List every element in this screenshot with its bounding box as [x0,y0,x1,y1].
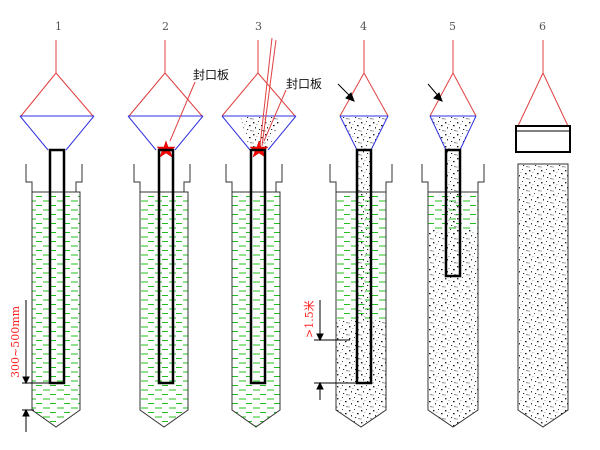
pile-concrete [517,163,569,428]
step-2: 2 封口板 [127,20,229,428]
casing [25,164,83,192]
step-6-number: 6 [539,20,546,33]
tremie-pipe [355,148,373,385]
bottom-gap-dimension [22,300,50,432]
pile-slurry [139,191,189,428]
sling [339,40,389,117]
embed-dimension [314,300,356,400]
pile-slurry [31,191,81,428]
pour-arrow [337,83,355,102]
sling [517,40,569,127]
lifted-hopper [515,125,571,153]
tremie-pipe [48,148,66,385]
tremie-pipe [157,148,175,385]
hopper-concrete [340,116,388,150]
step-3: 3 封口板 [221,20,322,428]
hopper-concrete [430,116,476,150]
plug-label-right: 封口板 [286,77,322,91]
pile-outline [335,192,387,428]
hopper [429,115,477,151]
tremie-pipe [249,148,267,385]
pile-outline [427,192,479,428]
step-6: 6 [515,20,571,428]
hopper [339,115,389,151]
pull-wire [259,37,273,147]
pour-arrow [427,83,443,102]
casing [225,164,283,192]
step-1: 1 [19,20,95,428]
step-5: 5 [421,20,485,428]
hopper [19,115,95,151]
casing [133,164,191,192]
sling [20,40,94,117]
step-2-number: 2 [162,20,169,33]
embed-depth-label: >1.5米 [303,300,316,338]
step-5-number: 5 [449,20,456,33]
step-1-number: 1 [55,20,62,33]
casing [421,164,485,192]
sling [429,40,477,117]
plug-leader-right [263,89,287,142]
plug-leader-left [169,81,196,142]
casing [329,164,393,192]
plug-label-left: 封口板 [193,68,229,82]
pile-concrete-zone [428,230,478,427]
step-4-number: 4 [360,20,367,33]
hopper [127,115,204,151]
hopper [221,115,297,151]
pull-wire-2 [261,39,277,147]
pile-slurry [231,191,281,428]
sling [128,40,203,117]
bottom-gap-label: 300~500mm [9,305,22,378]
sling [221,40,296,117]
step-4: 4 >1 [303,20,393,428]
step-3-number: 3 [255,20,262,33]
tremie-pipe [444,148,462,278]
